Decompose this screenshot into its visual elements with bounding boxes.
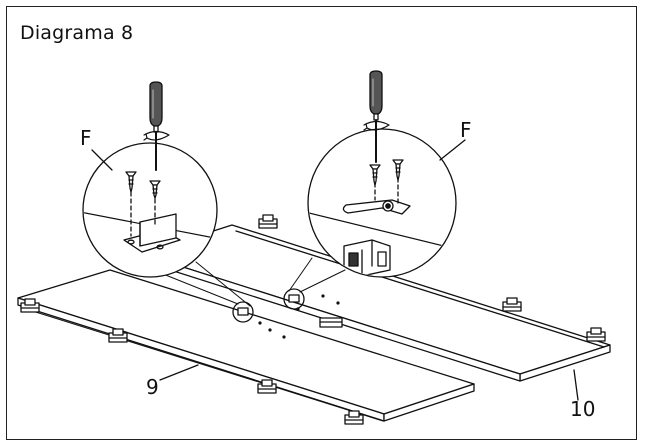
center-brackets [319,317,343,328]
left-detail-circle [82,142,218,278]
right-detail-circle [307,128,457,278]
screwdriver-right-icon [363,70,390,163]
callout-leader-left [91,149,113,171]
detail-target-right [283,288,305,310]
callout-letter-left: F [80,126,92,150]
panel-9 [17,269,475,422]
hinge-group-panel-10 [258,214,606,342]
part-number-10: 10 [570,397,595,421]
hinge-group-panel-9 [20,298,364,425]
part-10-leader [573,369,579,401]
screwdriver-left-icon [143,81,170,171]
detail-target-left [232,301,254,323]
callout-letter-right: F [460,118,472,142]
panel-holes [258,294,340,339]
part-9-leader [159,364,199,381]
diagram-title: Diagrama 8 [20,22,134,44]
part-number-9: 9 [146,375,159,399]
callout-leader-right [439,139,466,161]
